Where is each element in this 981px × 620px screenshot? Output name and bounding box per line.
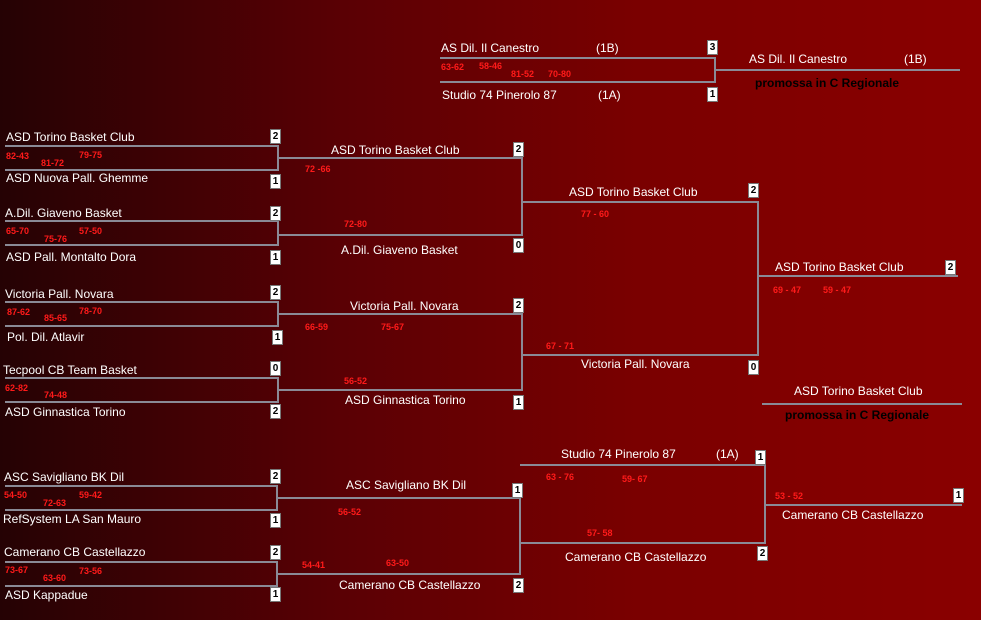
- final-winner-group: (1B): [904, 52, 927, 66]
- r2-m2-score-3: 56-52: [344, 376, 368, 386]
- r1-m3-top-wins: 2: [270, 285, 281, 300]
- r4-score-1: 69 - 47: [773, 285, 802, 295]
- final-score-4: 70-80: [548, 69, 572, 79]
- r1-m4-bottom: ASD Ginnastica Torino: [5, 405, 126, 419]
- r1-m5-top-wins: 2: [270, 469, 281, 484]
- r1-m5-bottom: RefSystem LA San Mauro: [3, 512, 142, 526]
- r2-m3-top: ASC Savigliano BK Dil: [346, 478, 467, 492]
- r1-m5-top: ASC Savigliano BK Dil: [4, 470, 125, 484]
- r3-m2-score-1: 63 - 76: [546, 472, 575, 482]
- final-team-bottom-wins: 1: [707, 87, 718, 102]
- r1-m1-score-3: 79-75: [79, 150, 103, 160]
- r2-m3-bottom: Camerano CB Castellazzo: [339, 578, 481, 592]
- r1-m3-top: Victoria Pall. Novara: [5, 287, 114, 301]
- r2-m2-score-1: 66-59: [305, 322, 329, 332]
- r1-m6-bottom: ASD Kappadue: [5, 588, 88, 602]
- r2-m3-score-1: 56-52: [338, 507, 362, 517]
- r2-m3-score-3: 63-50: [386, 558, 410, 568]
- r1-m2-top: A.Dil. Giaveno Basket: [5, 206, 122, 220]
- r4-camerano-score: 53 - 52: [775, 491, 804, 501]
- r3-m2-top-wins: 1: [755, 450, 766, 465]
- r1-m2-bottom: ASD Pall. Montalto Dora: [6, 250, 137, 264]
- r2-m1-score-2: 72-80: [344, 219, 368, 229]
- r3-m1-top-wins: 2: [748, 183, 759, 198]
- r2-m3-bottom-wins: 2: [513, 578, 524, 593]
- r4-top-wins: 2: [945, 260, 956, 275]
- r1-m1-bottom: ASD Nuova Pall. Ghemme: [6, 171, 149, 185]
- r1-m2-bottom-wins: 1: [270, 250, 281, 265]
- r2-m3-score-2: 54-41: [302, 560, 326, 570]
- r1-m6-score-2: 63-60: [43, 573, 67, 583]
- r3-m1-score-1: 77 - 60: [581, 209, 610, 219]
- r1-m6-score-3: 73-56: [79, 566, 103, 576]
- r1-m5-score-2: 72-63: [43, 498, 67, 508]
- r2-m1-top: ASD Torino Basket Club: [331, 143, 460, 157]
- r1-m1-top-wins: 2: [270, 129, 281, 144]
- r1-m3-score-2: 85-65: [44, 313, 68, 323]
- r1-m6-top-wins: 2: [270, 545, 281, 560]
- r1-m4-top: Tecpool CB Team Basket: [3, 363, 137, 377]
- r2-m2-bottom: ASD Ginnastica Torino: [345, 393, 466, 407]
- r1-m4-top-wins: 0: [270, 361, 281, 376]
- r1-m2-score-3: 57-50: [79, 226, 103, 236]
- final-promoted-note: promossa in C Regionale: [755, 76, 900, 90]
- r1-m1-score-2: 81-72: [41, 158, 65, 168]
- final-score-3: 81-52: [511, 69, 535, 79]
- r1-m5-score-3: 59-42: [79, 490, 103, 500]
- r3-m2-score-3: 57- 58: [587, 528, 613, 538]
- r1-m4-score-1: 62-82: [5, 383, 29, 393]
- r2-m1-score-1: 72 -66: [305, 164, 331, 174]
- r1-m1-bottom-wins: 1: [270, 174, 281, 189]
- final-team-bottom-group: (1A): [598, 88, 621, 102]
- r4-winner: ASD Torino Basket Club: [794, 384, 923, 398]
- r1-m6-score-1: 73-67: [5, 565, 29, 575]
- r1-m3-score-1: 87-62: [7, 307, 31, 317]
- r1-m2-score-2: 75-76: [44, 234, 68, 244]
- r3-m2-bottom-wins: 2: [757, 546, 768, 561]
- r2-m2-score-2: 75-67: [381, 322, 405, 332]
- r2-m1-top-wins: 2: [513, 142, 524, 157]
- final-team-top-group: (1B): [596, 41, 619, 55]
- r1-m3-score-3: 78-70: [79, 306, 103, 316]
- r4-score-2: 59 - 47: [823, 285, 852, 295]
- final-score-2: 58-46: [479, 61, 503, 71]
- final-team-bottom: Studio 74 Pinerolo 87: [442, 88, 557, 102]
- final-team-top-wins: 3: [707, 40, 718, 55]
- r1-m6-bottom-wins: 1: [270, 587, 281, 602]
- final-score-1: 63-62: [441, 62, 465, 72]
- r1-m1-top: ASD Torino Basket Club: [6, 130, 135, 144]
- final-team-top: AS Dil. Il Canestro: [441, 41, 540, 55]
- r2-m1-bottom-wins: 0: [513, 238, 524, 253]
- r2-m2-bottom-wins: 1: [513, 395, 524, 410]
- r2-m3-top-wins: 1: [512, 483, 523, 498]
- r4-top: ASD Torino Basket Club: [775, 260, 904, 274]
- r1-m3-bottom: Pol. Dil. Atlavir: [7, 330, 85, 344]
- r1-m4-score-2: 74-48: [44, 390, 68, 400]
- r4-camerano: Camerano CB Castellazzo: [782, 508, 924, 522]
- r1-m2-top-wins: 2: [270, 206, 281, 221]
- r3-m2-bottom: Camerano CB Castellazzo: [565, 550, 707, 564]
- r3-m2-score-2: 59- 67: [622, 474, 648, 484]
- r2-m2-top: Victoria Pall. Novara: [350, 299, 459, 313]
- r4-camerano-wins: 1: [953, 488, 964, 503]
- r3-m2-top-group: (1A): [716, 447, 739, 461]
- r1-m2-score-1: 65-70: [6, 226, 30, 236]
- r3-m1-score-2: 67 - 71: [546, 341, 575, 351]
- r3-m2-top: Studio 74 Pinerolo 87: [561, 447, 676, 461]
- final-winner: AS Dil. Il Canestro: [749, 52, 848, 66]
- r1-m5-score-1: 54-50: [4, 490, 28, 500]
- r3-m1-bottom-wins: 0: [748, 360, 759, 375]
- r1-m4-bottom-wins: 2: [270, 404, 281, 419]
- r1-m6-top: Camerano CB Castellazzo: [4, 545, 146, 559]
- r4-promoted-note: promossa in C Regionale: [785, 408, 930, 422]
- r2-m1-bottom: A.Dil. Giaveno Basket: [341, 243, 458, 257]
- r3-m1-top: ASD Torino Basket Club: [569, 185, 698, 199]
- r2-m2-top-wins: 2: [513, 298, 524, 313]
- r1-m5-bottom-wins: 1: [270, 513, 281, 528]
- r1-m1-score-1: 82-43: [6, 151, 30, 161]
- r3-m1-bottom: Victoria Pall. Novara: [581, 357, 690, 371]
- r1-m3-bottom-wins: 1: [272, 330, 283, 345]
